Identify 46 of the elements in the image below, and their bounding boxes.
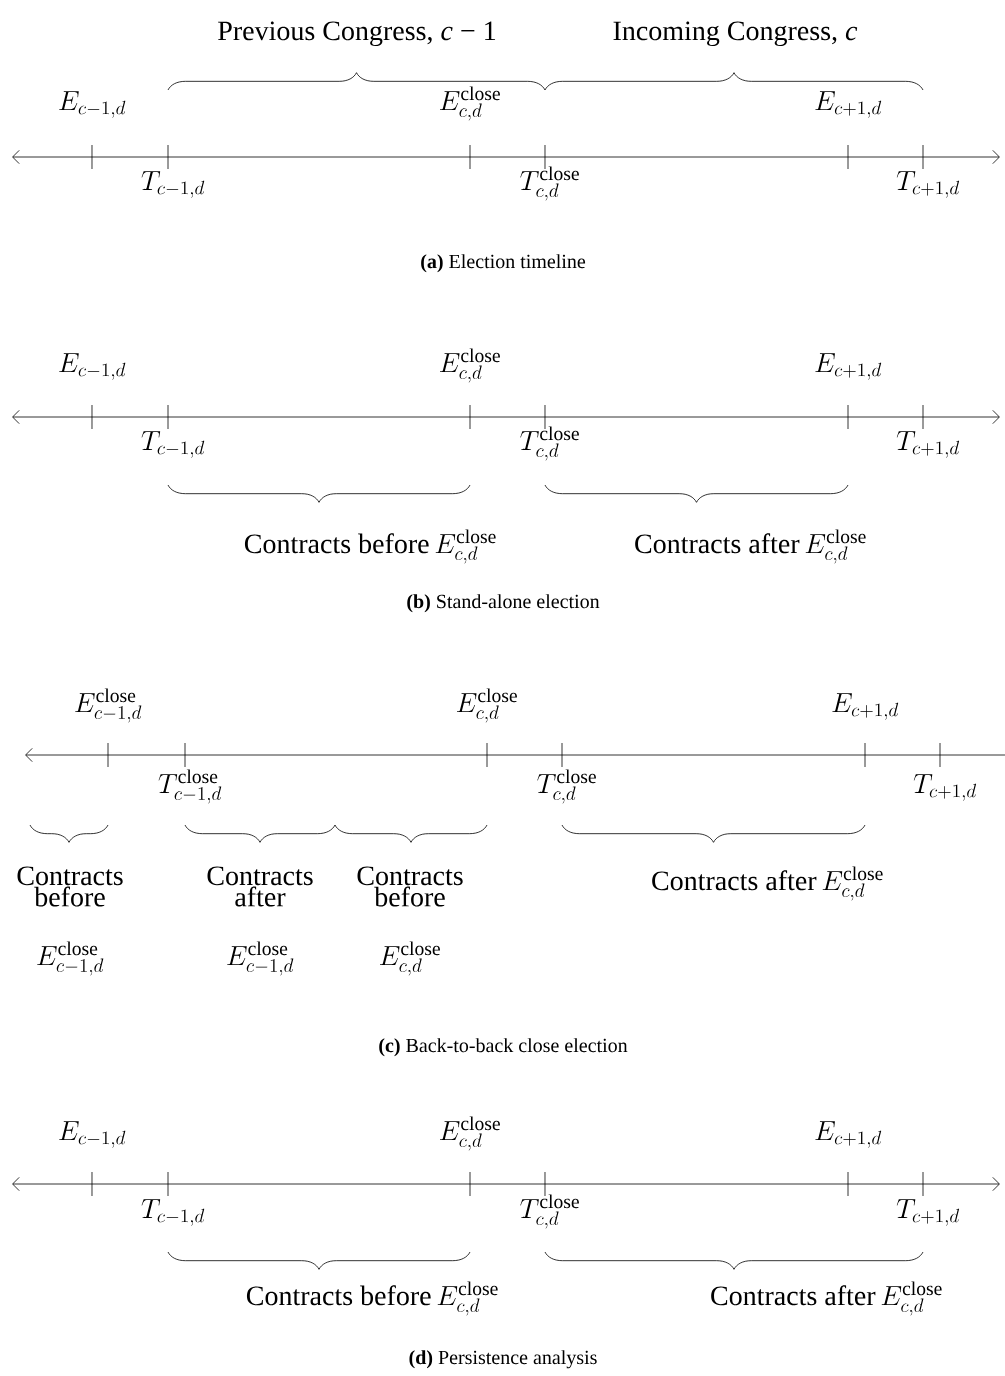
brace-label: Contracts before <box>246 1285 431 1306</box>
tick-label: $T_{c-1,d}$ <box>141 431 205 458</box>
tick-label: $E_{c-1,d}$ <box>59 353 126 380</box>
tick-label: $T_{c-1,d}$ <box>141 171 205 198</box>
panel-caption: (c) Back-to-back close election <box>379 1038 628 1057</box>
tick-label: $E_{c-1,d}$ <box>59 1121 126 1148</box>
tick-label: $E^{\mathrm{close}}_{c,d}$ <box>440 86 500 121</box>
brace-label: $E^{\mathrm{close}}_{c,d}$ <box>822 866 883 901</box>
brace-label: $E^{\mathrm{close}}_{c,d}$ <box>881 1281 942 1316</box>
panel-caption: (a) Election timeline <box>421 254 586 273</box>
brace-label: Contracts after <box>207 866 313 907</box>
tick-label: $E_{c+1,d}$ <box>815 91 882 118</box>
tick-label: $T^{\mathrm{close}}_{c,d}$ <box>520 426 579 461</box>
tick-label: $T_{c+1,d}$ <box>913 774 977 801</box>
tick-label: $E_{c-1,d}$ <box>59 91 126 118</box>
brace-label: Contracts after <box>635 533 800 554</box>
tick-label: $T^{\mathrm{close}}_{c-1,d}$ <box>158 769 222 804</box>
brace-label: $E^{\mathrm{close}}_{c,d}$ <box>437 1281 498 1316</box>
brace-label: Contracts before <box>244 533 429 554</box>
brace-label: Contracts after <box>711 1285 876 1306</box>
tick-label: $T_{c-1,d}$ <box>141 1199 205 1226</box>
brace-label: $E^{\mathrm{close}}_{c-1,d}$ <box>37 941 104 976</box>
panel-caption: (b) Stand-alone election <box>407 594 600 613</box>
tick-label: $E^{\mathrm{close}}_{c,d}$ <box>440 1116 500 1151</box>
tick-label: $T_{c+1,d}$ <box>896 171 960 198</box>
tick-label: $E^{\mathrm{close}}_{c-1,d}$ <box>75 688 142 723</box>
tick-label: $E_{c+1,d}$ <box>832 693 899 720</box>
brace-label: Previous Congress, c − 1 <box>218 21 496 47</box>
brace-label: $E^{\mathrm{close}}_{c,d}$ <box>805 529 866 564</box>
tick-label: $E^{\mathrm{close}}_{c,d}$ <box>440 348 500 383</box>
tick-label: $T_{c+1,d}$ <box>896 431 960 458</box>
brace-label: Contracts before <box>357 866 463 907</box>
brace-label: $E^{\mathrm{close}}_{c,d}$ <box>379 941 440 976</box>
tick-label: $T^{\mathrm{close}}_{c,d}$ <box>520 1194 579 1229</box>
tick-label: $E_{c+1,d}$ <box>815 1121 882 1148</box>
panel-caption: (d) Persistence analysis <box>409 1350 597 1369</box>
tick-label: $T^{\mathrm{close}}_{c,d}$ <box>520 166 579 201</box>
tick-label: $E^{\mathrm{close}}_{c,d}$ <box>456 688 517 723</box>
brace-label: $E^{\mathrm{close}}_{c,d}$ <box>435 529 496 564</box>
tick-label: $E_{c+1,d}$ <box>815 353 882 380</box>
brace-label: Contracts after <box>652 870 817 891</box>
brace-label: Incoming Congress, c <box>613 21 858 47</box>
brace-label: $E^{\mathrm{close}}_{c-1,d}$ <box>227 941 294 976</box>
brace-label: Contracts before <box>17 866 123 907</box>
tick-label: $T_{c+1,d}$ <box>896 1199 960 1226</box>
tick-label: $T^{\mathrm{close}}_{c,d}$ <box>537 769 596 804</box>
